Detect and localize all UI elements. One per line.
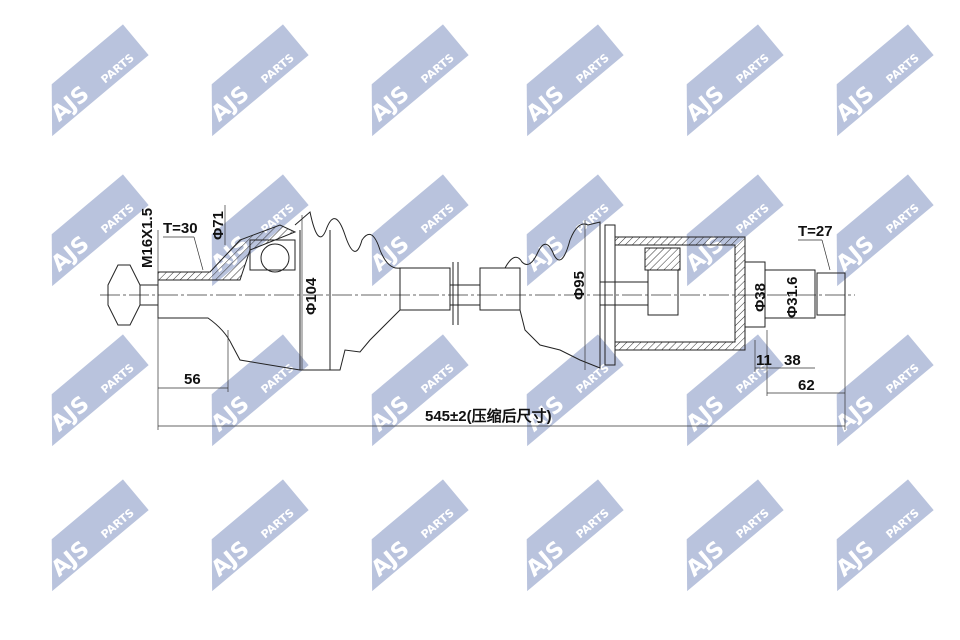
left-teeth-label: T=30 (163, 220, 198, 237)
inner-tripod-housing (600, 224, 746, 366)
right-teeth-label: T=27 (798, 223, 833, 240)
collar-length-label: 11 (756, 352, 772, 369)
outer-boot-diameter-label: Φ104 (303, 277, 320, 315)
outer-cv-joint (157, 224, 401, 371)
outer-boot (294, 211, 401, 269)
inner-boot-diameter-label: Φ95 (571, 271, 588, 300)
thread-label: M16X1.5 (139, 208, 156, 268)
left-length-label: 56 (184, 371, 201, 388)
inner-boot (504, 221, 601, 369)
total-length-label: 545±2(压缩后尺寸) (425, 407, 552, 425)
inner-stub (744, 261, 846, 328)
right-length-label: 62 (798, 377, 815, 394)
stub-diameter-label: Φ38 (752, 283, 769, 312)
left-diameter-label: Φ71 (210, 211, 227, 240)
shaft (399, 262, 521, 325)
dimension-lines (157, 205, 846, 430)
stub-length-label: 38 (784, 352, 801, 369)
spline-diameter-label: Φ31.6 (784, 276, 801, 318)
